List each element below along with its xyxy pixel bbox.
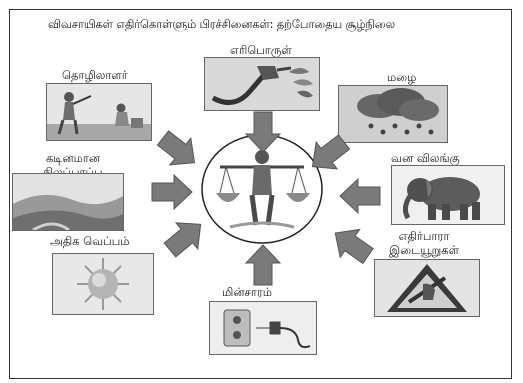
workers-image xyxy=(46,83,152,141)
label-electricity: மின்சாரம் xyxy=(222,285,273,299)
fuel-nozzle-image xyxy=(204,57,320,111)
diagram-title: விவசாயிகள் எதிர்கொள்ளும் பிரச்சினைகள்: த… xyxy=(48,17,395,31)
label-unexpected-line2: இடையூறுகள் xyxy=(389,243,459,257)
elephant-image xyxy=(391,165,505,225)
warning-sign-image xyxy=(374,259,480,317)
sun-image xyxy=(52,253,154,315)
label-fuel: எரிபொருள் xyxy=(230,43,292,57)
label-rain: மழை xyxy=(387,70,417,84)
label-unexpected-disruptions: எதிர்பாரா இடையூறுகள் xyxy=(380,229,468,257)
label-wild-animals: வன விலங்கு xyxy=(391,151,460,165)
label-unexpected-line1: எதிர்பாரா xyxy=(398,229,450,243)
label-high-heat: அதிக வெப்பம் xyxy=(50,234,130,248)
diagram-frame xyxy=(9,9,512,379)
hill-landscape-image xyxy=(12,173,124,231)
power-socket-image xyxy=(209,301,317,355)
farmer-center-image xyxy=(200,133,324,245)
label-labour: தொழிலாளர் xyxy=(62,68,128,82)
rain-cloud-image xyxy=(338,85,448,143)
label-difficult-terrain-line1: கடினமான xyxy=(45,151,101,165)
